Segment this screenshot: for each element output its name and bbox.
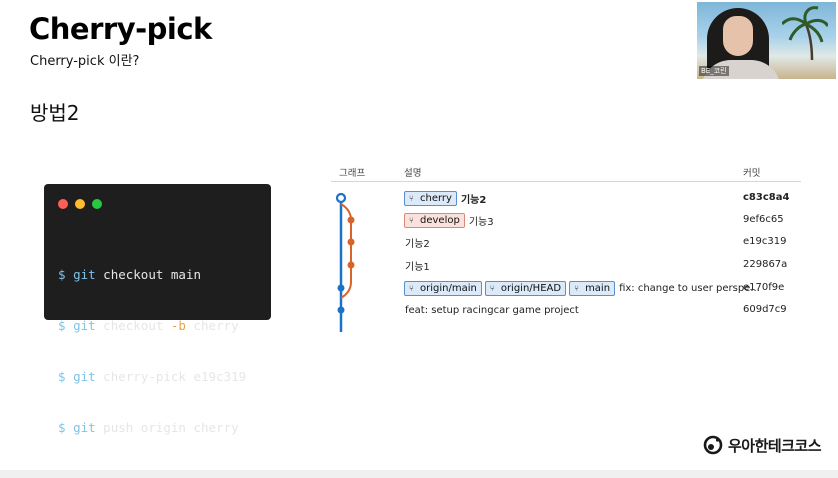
commit-row[interactable]: ⑂origin/main ⑂origin/HEAD ⑂main fix: cha…	[404, 278, 804, 298]
branch-icon: ⑂	[409, 215, 414, 225]
commit-message: 기능2	[460, 194, 487, 206]
commit-graph	[335, 192, 355, 332]
terminal-window: $ git checkout main $ git checkout -b ch…	[44, 184, 271, 435]
column-header-description: 설명	[404, 168, 422, 179]
commit-row[interactable]: feat: setup racingcar game project 609d7…	[404, 300, 804, 320]
commit-row[interactable]: ⑂develop 기능3 9ef6c65	[404, 210, 804, 230]
develop-branch-line	[340, 203, 352, 299]
close-dot-icon	[58, 199, 68, 209]
branch-icon: ⑂	[489, 283, 495, 293]
person-body	[701, 60, 781, 79]
person-face	[723, 16, 753, 56]
terminal-line: $ git checkout main	[58, 267, 201, 282]
maximize-dot-icon	[92, 199, 102, 209]
woowa-techcourse-logo: 우아한테크코스	[703, 434, 822, 456]
commit-hash: 609d7c9	[743, 304, 787, 315]
slide-title: Cherry-pick	[29, 12, 212, 46]
commit-hash: e19c319	[743, 236, 787, 247]
terminal-line: $ git cherry-pick e19c319	[58, 369, 247, 384]
branch-badge: ⑂main	[569, 280, 616, 296]
column-header-graph: 그래프	[339, 168, 366, 179]
commit-message: feat: setup racingcar game project	[405, 304, 579, 316]
commit-node-head	[335, 192, 347, 204]
commit-node	[337, 306, 345, 314]
bottom-bar	[0, 470, 838, 478]
branch-badge: ⑂origin/HEAD	[484, 280, 567, 296]
section-heading: 방법2	[30, 101, 80, 125]
branch-badge: ⑂origin/main	[404, 280, 482, 296]
commit-node	[347, 216, 355, 224]
webcam-video: BE_코린	[697, 2, 836, 79]
branch-icon: ⑂	[409, 283, 414, 293]
commit-node	[337, 284, 345, 292]
commit-row[interactable]: 기능1 229867a	[404, 255, 804, 275]
commit-hash: c83c8a4	[743, 192, 790, 203]
commit-node	[347, 238, 355, 246]
branch-badge: ⑂cherry	[404, 190, 457, 206]
commit-hash: e170f9e	[743, 282, 785, 293]
terminal-line: $ git checkout -b cherry	[58, 318, 239, 333]
branch-icon: ⑂	[574, 283, 579, 293]
terminal-line: $ git push origin cherry	[58, 420, 239, 435]
palm-tree-background	[782, 6, 828, 60]
minimize-dot-icon	[75, 199, 85, 209]
commit-message: 기능3	[468, 216, 494, 228]
logo-mark-icon	[703, 435, 723, 455]
commit-hash: 229867a	[743, 259, 788, 270]
terminal-commands: $ git checkout main $ git checkout -b ch…	[58, 232, 246, 470]
commit-message: 기능2	[405, 238, 430, 250]
commit-hash: 9ef6c65	[743, 214, 784, 225]
slide-subtitle: Cherry-pick 이란?	[30, 54, 140, 69]
branch-icon: ⑂	[409, 193, 414, 203]
logo-text: 우아한테크코스	[728, 436, 822, 455]
commit-row[interactable]: 기능2 e19c319	[404, 232, 804, 252]
commit-row[interactable]: ⑂cherry 기능2 c83c8a4	[404, 188, 804, 208]
commit-node	[347, 261, 355, 269]
column-header-commit: 커밋	[743, 168, 761, 179]
git-log-header: 그래프 설명 커밋	[331, 160, 801, 182]
branch-badge: ⑂develop	[404, 212, 465, 228]
commit-message: 기능1	[405, 261, 430, 273]
webcam-name-label: BE_코린	[699, 66, 729, 76]
commit-message: fix: change to user perspe...	[619, 282, 760, 294]
